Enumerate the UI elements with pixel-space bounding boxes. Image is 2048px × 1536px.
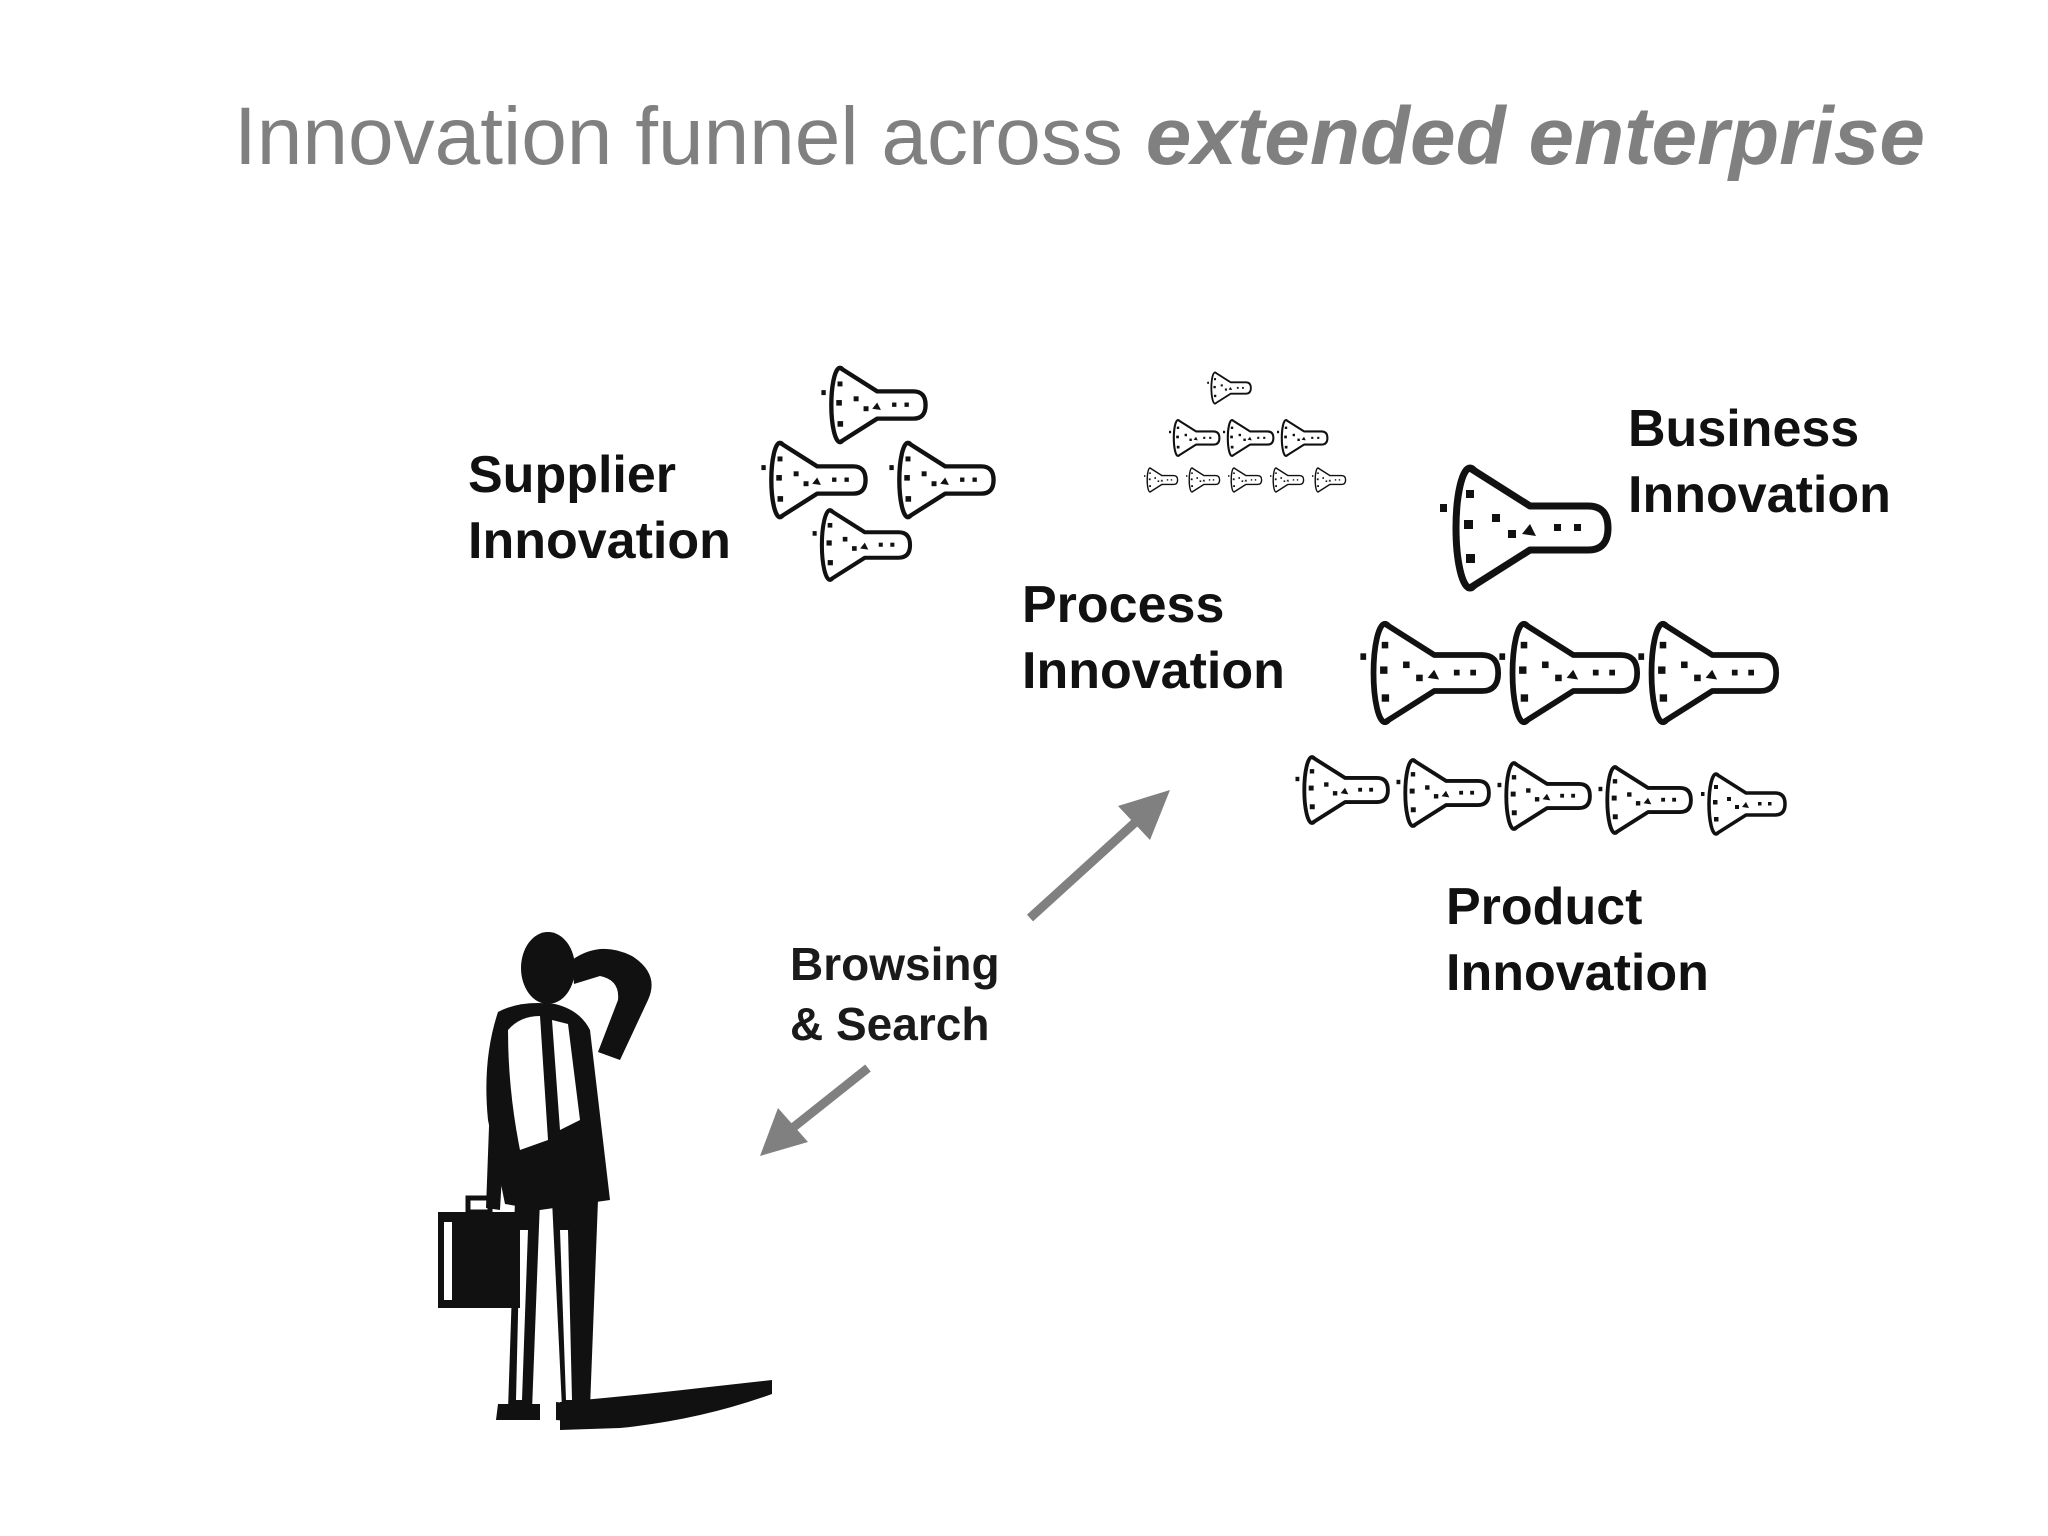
funnel-icon xyxy=(1167,418,1221,458)
funnel-icon xyxy=(1275,418,1329,458)
funnel-icon xyxy=(1311,467,1347,493)
supplier-funnels xyxy=(761,368,993,580)
funnel-icon xyxy=(821,368,925,442)
funnel-icon xyxy=(1596,765,1693,835)
businessman-icon xyxy=(438,932,772,1430)
funnel-icon xyxy=(1269,467,1305,493)
slide-title: Innovation funnel across extended enterp… xyxy=(234,96,1925,178)
process-funnels xyxy=(1143,371,1347,493)
funnel-icon xyxy=(1394,758,1491,828)
supplier-label: Supplier Innovation xyxy=(468,446,731,570)
funnel-icon xyxy=(1221,418,1275,458)
funnel-icon xyxy=(1206,371,1252,405)
funnel-icon xyxy=(1360,624,1498,722)
browsing-label: Browsing & Search xyxy=(790,938,1012,1050)
funnel-icon xyxy=(1495,761,1592,831)
funnel-icon xyxy=(1638,624,1776,722)
funnel-icon xyxy=(1499,624,1637,722)
funnel-icon xyxy=(761,443,865,517)
title-plain: Innovation funnel across xyxy=(234,91,1146,182)
arrow-icon xyxy=(1026,790,1170,922)
funnel-icon xyxy=(1185,467,1221,493)
funnel-icon xyxy=(813,510,910,580)
business-label: Business Innovation xyxy=(1628,400,1891,524)
funnel-icon xyxy=(1699,772,1787,836)
title-emphasis: extended enterprise xyxy=(1145,91,1925,182)
product-label: Product Innovation xyxy=(1446,878,1709,1002)
product-funnels xyxy=(1293,624,1787,836)
process-label: Process Innovation xyxy=(1022,576,1285,700)
funnel-icon xyxy=(1440,468,1608,588)
business-funnels xyxy=(1440,468,1608,588)
arrow-icon xyxy=(760,1064,871,1156)
funnel-icon xyxy=(1143,467,1179,493)
funnel-icon xyxy=(1227,467,1263,493)
funnel-icon xyxy=(1293,755,1390,825)
funnel-icon xyxy=(889,443,993,517)
